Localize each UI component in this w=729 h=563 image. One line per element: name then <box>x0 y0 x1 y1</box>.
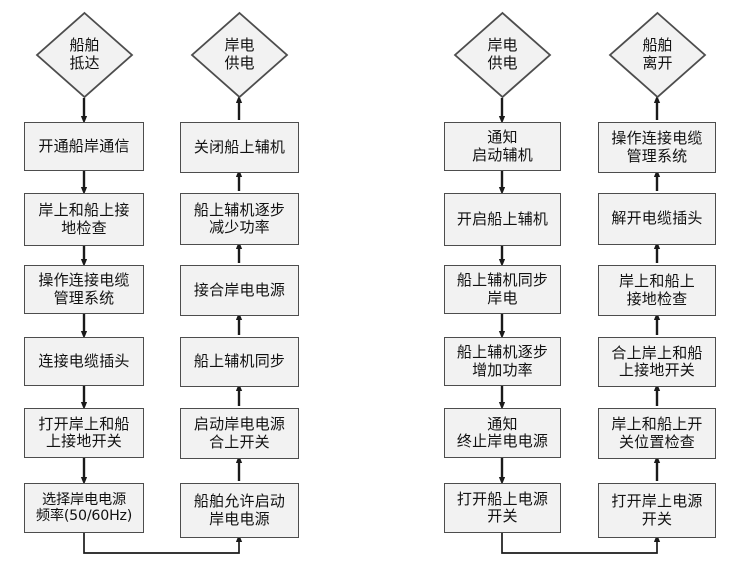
step-open-shore-power-switch[interactable]: 打开岸上电源 开关 <box>598 483 716 538</box>
terminator-label: 船舶 离开 <box>642 36 673 72</box>
terminator-label: 船舶 抵达 <box>69 36 100 72</box>
step-start-onboard-aux[interactable]: 开启船上辅机 <box>444 193 561 246</box>
step-select-frequency[interactable]: 选择岸电电源 频率(50/60Hz) <box>24 483 144 533</box>
step-close-shore-power[interactable]: 接合岸电电源 <box>180 265 299 316</box>
step-ship-permits-shore-power[interactable]: 船舶允许启动 岸电电源 <box>180 483 299 538</box>
step-shore-ship-ground-check-2[interactable]: 岸上和船上 接地检查 <box>598 265 716 316</box>
step-increase-aux-power[interactable]: 船上辅机逐步 增加功率 <box>444 337 561 386</box>
terminator-label: 岸电 供电 <box>224 36 255 72</box>
step-start-shore-power-breaker[interactable]: 启动岸电电源 合上开关 <box>180 408 299 459</box>
step-shutdown-onboard-aux[interactable]: 关闭船上辅机 <box>180 122 299 173</box>
step-unplug-cable[interactable]: 解开电缆插头 <box>598 193 716 245</box>
step-switch-position-check[interactable]: 岸上和船上开 关位置检查 <box>598 408 716 459</box>
terminator-shore-power-supply: 岸电 供电 <box>190 11 289 99</box>
step-operate-cable-mgmt-system-2[interactable]: 操作连接电缆 管理系统 <box>598 122 716 173</box>
diamond-shape <box>453 11 552 99</box>
diamond-shape <box>35 11 134 99</box>
step-sync-onboard-aux[interactable]: 船上辅机同步 <box>180 337 299 387</box>
step-operate-cable-mgmt-system[interactable]: 操作连接电缆 管理系统 <box>24 265 144 314</box>
step-close-ground-switches[interactable]: 合上岸上和船 上接地开关 <box>598 337 716 387</box>
step-sync-aux-with-shore[interactable]: 船上辅机同步 岸电 <box>444 265 561 314</box>
step-open-ground-switches[interactable]: 打开岸上和船 上接地开关 <box>24 408 144 458</box>
terminator-label: 岸电 供电 <box>487 36 518 72</box>
step-notify-stop-shore-power[interactable]: 通知 终止岸电电源 <box>444 408 561 458</box>
terminator-ship-departure: 船舶 离开 <box>608 11 707 99</box>
terminator-shore-power-supply-2: 岸电 供电 <box>453 11 552 99</box>
step-reduce-aux-power[interactable]: 船上辅机逐步 减少功率 <box>180 193 299 245</box>
step-open-onboard-power-switch[interactable]: 打开船上电源 开关 <box>444 483 561 533</box>
step-connect-cable-plug[interactable]: 连接电缆插头 <box>24 337 144 386</box>
step-notify-start-aux[interactable]: 通知 启动辅机 <box>444 122 561 171</box>
step-open-ship-shore-comms[interactable]: 开通船岸通信 <box>24 122 144 171</box>
step-shore-ship-ground-check[interactable]: 岸上和船上接 地检查 <box>24 193 144 246</box>
terminator-ship-arrival: 船舶 抵达 <box>35 11 134 99</box>
